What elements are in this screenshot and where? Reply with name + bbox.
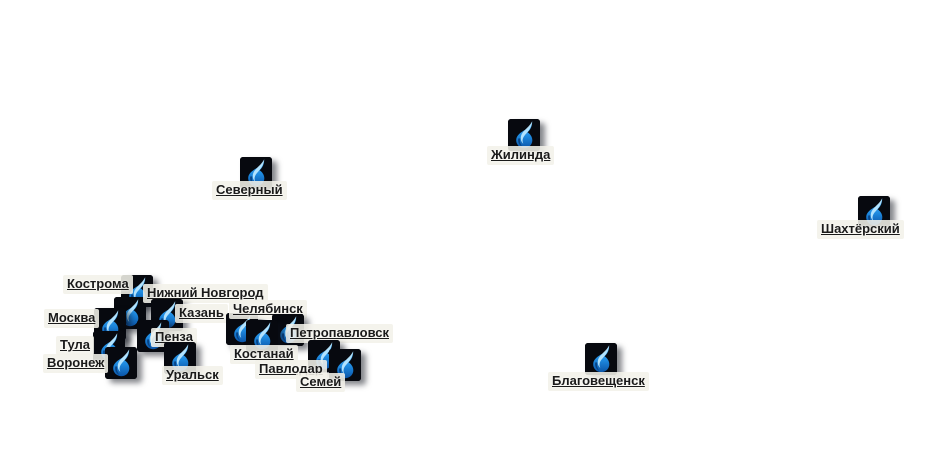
label-shakhtyorsky[interactable]: Шахтёрский <box>817 220 904 239</box>
label-voronezh[interactable]: Воронеж <box>43 354 109 373</box>
gas-flame-icon <box>246 320 278 352</box>
gas-flame-icon <box>585 343 617 375</box>
label-kostroma[interactable]: Кострома <box>63 275 133 294</box>
label-kazan[interactable]: Казань <box>175 304 228 323</box>
label-blagoveshchensk[interactable]: Благовещенск <box>548 372 649 391</box>
label-uralsk[interactable]: Уральск <box>162 366 223 385</box>
label-tula[interactable]: Тула <box>56 336 94 355</box>
label-zhilinda[interactable]: Жилинда <box>487 146 555 165</box>
label-semey[interactable]: Семей <box>296 373 346 392</box>
gas-flame-icon <box>508 119 540 151</box>
placemark-zhilinda[interactable] <box>508 119 540 151</box>
label-kostanay[interactable]: Костанай <box>230 345 298 364</box>
gas-flame-icon <box>105 347 137 379</box>
label-petropavlovsk[interactable]: Петропавловск <box>286 324 393 343</box>
label-moskva[interactable]: Москва <box>44 309 100 328</box>
placemark-voronezh[interactable] <box>105 347 137 379</box>
label-severny[interactable]: Северный <box>212 181 287 200</box>
placemark-blagoveshchensk[interactable] <box>585 343 617 375</box>
label-nizhny-novgorod[interactable]: Нижний Новгород <box>143 284 268 303</box>
